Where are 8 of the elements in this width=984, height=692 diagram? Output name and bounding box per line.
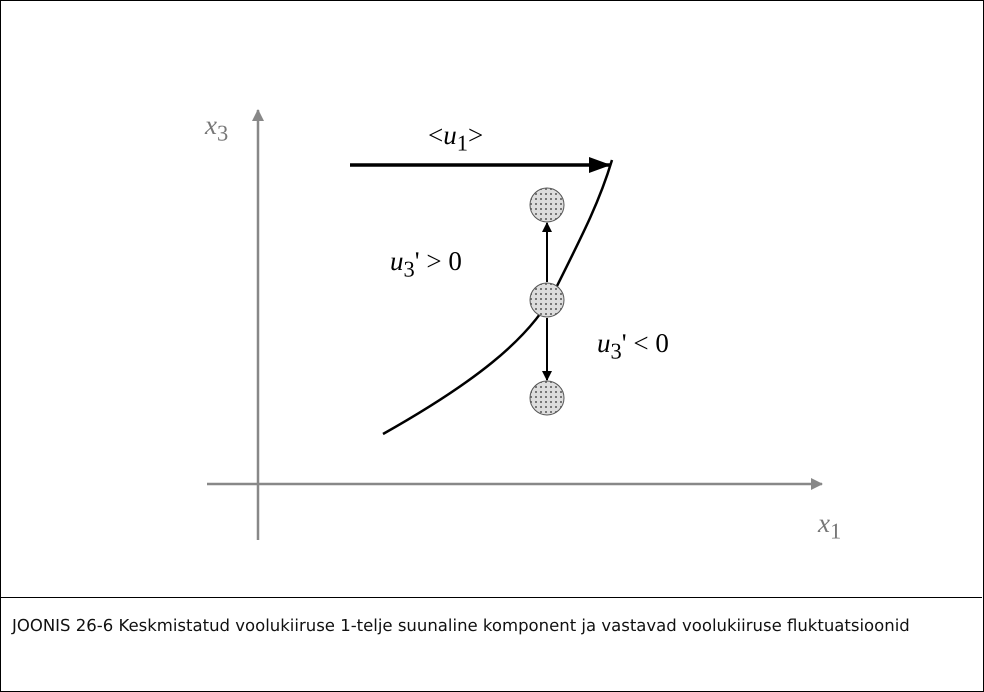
fluctuation-label: u$_{3}$' > 0 (390, 248, 462, 281)
arrow (542, 222, 552, 282)
figure-caption: JOONIS 26-6 Keskmistatud voolukiiruse 1-telje suunaline komponent ja vastavad voolukiiruse fluktuatsioonid (12, 615, 911, 637)
fluctuation-label: u$_{3}$' < 0 (597, 330, 669, 363)
axis-label: x$_{1}$ (818, 510, 842, 543)
velocity-label: <u$_{1}$> (428, 122, 484, 155)
axis-label: x$_{3}$ (205, 112, 228, 145)
arrow (542, 318, 552, 381)
